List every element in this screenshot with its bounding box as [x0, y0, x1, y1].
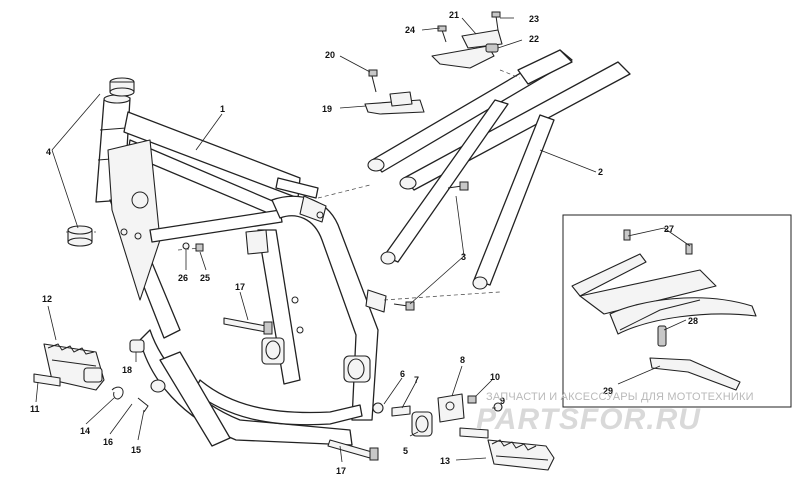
- callout-26: 26: [178, 273, 188, 283]
- small-bolts: [182, 242, 204, 252]
- main-frame: [95, 94, 387, 447]
- callout-9: 9: [500, 396, 505, 406]
- callout-29: 29: [603, 386, 613, 396]
- callout-8: 8: [460, 355, 465, 365]
- subframe-bolts: [393, 181, 469, 311]
- callout-21: 21: [449, 10, 459, 20]
- leader-lines: [35, 17, 691, 463]
- callout-23: 23: [529, 14, 539, 24]
- right-footrest: [372, 393, 555, 471]
- callout-1: 1: [220, 104, 225, 114]
- subframe-bracket: [364, 69, 425, 115]
- callout-11: 11: [30, 404, 40, 414]
- callout-25: 25: [200, 273, 210, 283]
- callout-18: 18: [122, 365, 132, 375]
- callout-19: 19: [322, 104, 332, 114]
- callout-17-lower: 17: [336, 466, 346, 476]
- callout-28: 28: [688, 316, 698, 326]
- top-bracket: [431, 11, 503, 69]
- callout-22: 22: [529, 34, 539, 44]
- callout-24: 24: [405, 25, 415, 35]
- inset-detail-box: [562, 214, 792, 408]
- callout-16: 16: [103, 437, 113, 447]
- callout-3: 3: [461, 252, 466, 262]
- callout-14: 14: [80, 426, 90, 436]
- callout-12: 12: [42, 294, 52, 304]
- callout-27: 27: [664, 224, 674, 234]
- callout-6: 6: [400, 369, 405, 379]
- watermark-tagline: ЗАПЧАСТИ И АКСЕССУАРЫ ДЛЯ МОТОТЕХНИКИ: [486, 391, 754, 403]
- callout-labels: 1 2 3 4 5 6 7 8 9 10 11 12 13 14 15 16 1…: [30, 10, 698, 476]
- callout-10: 10: [490, 372, 500, 382]
- left-footrest: [33, 339, 166, 413]
- long-bolts: [223, 317, 379, 461]
- callout-7: 7: [414, 375, 419, 385]
- callout-5: 5: [403, 446, 408, 456]
- steering-bearings: [67, 77, 135, 247]
- callout-4: 4: [46, 147, 51, 157]
- watermark-logo: PARTSFOR.RU: [476, 403, 701, 436]
- rear-subframe: [367, 49, 631, 290]
- callout-2: 2: [598, 167, 603, 177]
- callout-13: 13: [440, 456, 450, 466]
- callout-15: 15: [131, 445, 141, 455]
- callout-20: 20: [325, 50, 335, 60]
- callout-17-upper: 17: [235, 282, 245, 292]
